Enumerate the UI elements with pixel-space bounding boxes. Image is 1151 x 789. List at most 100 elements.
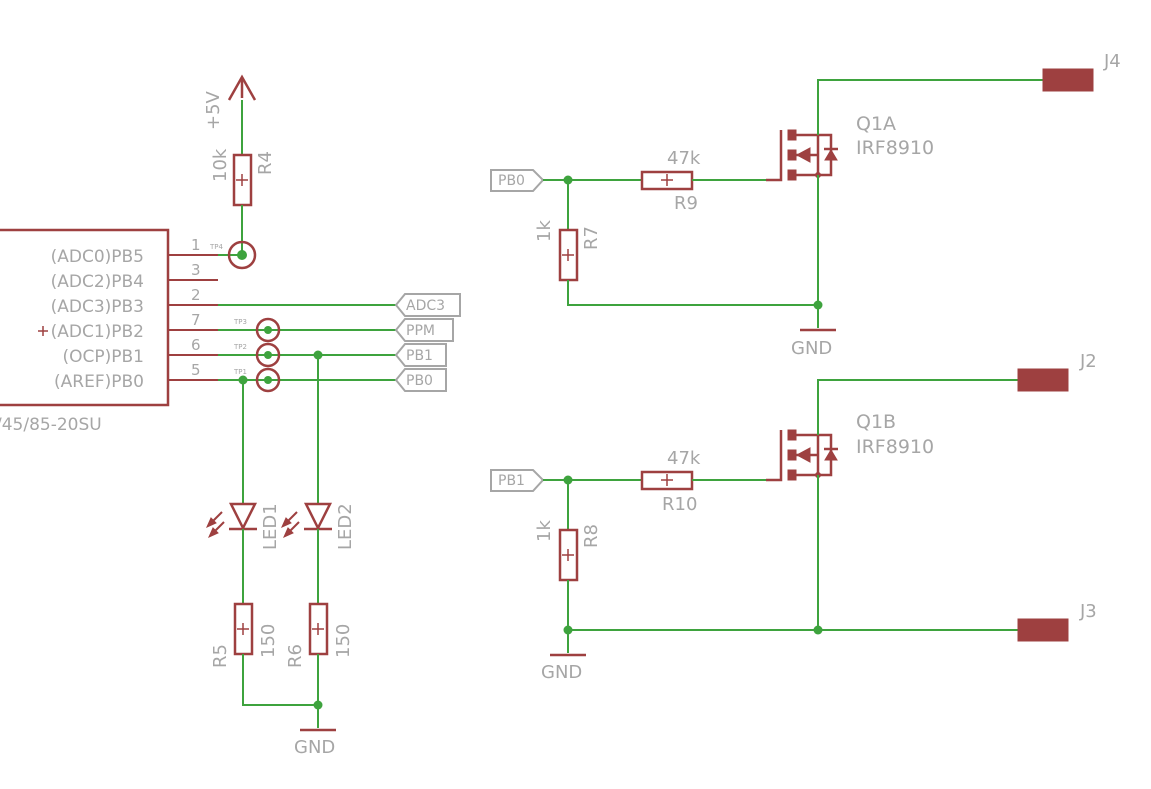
ground-bottom: GND	[541, 653, 586, 683]
r7-name: R7	[581, 226, 602, 250]
tp2-dot	[264, 351, 272, 359]
resistor-r9: 47k R9	[640, 148, 701, 214]
mcu-pin-name-6: (OCP)PB1	[63, 347, 145, 367]
port-adc3-shape	[394, 293, 461, 317]
junction-gnd-left	[313, 700, 323, 710]
resistor-r5: R5 150	[210, 602, 279, 668]
led1-ray2-head	[208, 527, 219, 538]
tp4-dot	[237, 250, 247, 260]
supply-5v: +5V	[203, 74, 257, 130]
q1b-gate	[766, 430, 783, 482]
gnd-left-label: GND	[294, 737, 335, 758]
gnd-bottom-label: GND	[541, 662, 582, 683]
port-pb0-in-shape	[490, 169, 545, 192]
testpoint-tp3: TP3	[233, 317, 281, 343]
mcu-pin-number-5: 5	[191, 361, 201, 379]
port-pb1-in-label: PB1	[498, 473, 525, 489]
port-adc3: ADC3	[394, 293, 461, 317]
port-pb0-in: PB0	[490, 169, 545, 192]
mcu-pin-name-3: (ADC2)PB4	[51, 272, 144, 292]
wire-r7-gnd	[567, 280, 818, 306]
q1a-channel-bot	[787, 169, 797, 181]
ground-left: GND	[294, 728, 336, 758]
gnd-top-label: GND	[791, 338, 832, 359]
r9-value: 47k	[667, 148, 701, 169]
testpoint-tp2: TP2	[233, 342, 281, 368]
q1a-gate	[766, 130, 783, 182]
mcu-body	[0, 228, 170, 407]
wire-q1b-j2	[817, 379, 1018, 435]
connector-j4: J4	[1042, 51, 1121, 92]
tp3-label: TP3	[233, 318, 247, 326]
connector-j3: J3	[1017, 601, 1097, 642]
r6-name: R6	[285, 644, 306, 668]
tp3-dot	[264, 326, 272, 334]
port-pb1-out-shape	[394, 343, 447, 367]
led2-ray2-head	[283, 527, 294, 538]
q1b-channel-mid	[787, 449, 797, 461]
mcu-part-name: /45/85-20SU	[0, 415, 102, 435]
mcu-pin-name-5: (AREF)PB0	[54, 372, 144, 392]
junction-q1a-gnd	[813, 300, 823, 310]
r4-value: 10k	[210, 148, 231, 182]
port-ppm-label: PPM	[406, 323, 435, 339]
resistor-r10: 47k R10	[640, 448, 701, 515]
led2-name: LED2	[335, 503, 356, 550]
mcu-pin-number-6: 6	[191, 336, 201, 354]
wire-r5-gnd	[242, 654, 318, 706]
port-pb0-in-label: PB0	[498, 173, 525, 189]
tp1-ring	[255, 367, 281, 393]
r7-value: 1k	[534, 220, 555, 242]
mcu-pin-name-2: (ADC3)PB3	[51, 297, 144, 317]
tp1-dot	[264, 376, 272, 384]
vcc-label: +5V	[203, 90, 224, 130]
junction-r8-gnd	[563, 625, 573, 635]
r6-value: 150	[333, 624, 354, 658]
port-pb0-out-label: PB0	[406, 373, 433, 389]
led2-ray1-head	[281, 517, 292, 528]
mosfet-q1a: Q1A IRF8910	[766, 113, 934, 182]
q1a-channel-mid	[787, 149, 797, 161]
j3-label: J3	[1079, 601, 1097, 622]
led1-ray1-head	[206, 517, 217, 528]
mcu-ic: (ADC0)PB5 (ADC2)PB4 (ADC3)PB3 (ADC1)PB2 …	[0, 228, 218, 435]
mcu-pin-name-1: (ADC0)PB5	[51, 247, 144, 267]
r8-value: 1k	[534, 520, 555, 542]
port-pb1-in-shape	[490, 469, 545, 492]
q1b-body-arrow	[795, 447, 811, 463]
j2-label: J2	[1079, 351, 1097, 372]
j2-pad	[1017, 368, 1069, 392]
tp3-ring	[255, 317, 281, 343]
q1b-name: Q1B	[856, 411, 896, 433]
j4-label: J4	[1103, 51, 1121, 72]
mosfet-q1b: Q1B IRF8910	[766, 411, 934, 482]
led-led1: LED1	[206, 502, 281, 550]
port-ppm-shape	[394, 318, 454, 342]
q1b-channel-bot	[787, 469, 797, 481]
port-pb1-out-label: PB1	[406, 348, 433, 364]
j3-pad	[1017, 618, 1069, 642]
r5-value: 150	[258, 624, 279, 658]
ground-top: GND	[791, 328, 836, 359]
tp2-ring	[255, 342, 281, 368]
testpoint-tp4: TP4	[209, 240, 257, 270]
testpoint-tp1: TP1	[233, 367, 281, 393]
q1b-diode	[824, 449, 838, 461]
port-pb1-in: PB1	[490, 469, 545, 492]
resistor-r8: 1k R8	[534, 520, 602, 582]
wire-q1a-j4	[817, 79, 1043, 135]
j4-pad	[1042, 68, 1094, 92]
led-led2: LED2	[281, 502, 356, 550]
mcu-pin-name-7: (ADC1)PB2	[51, 322, 144, 342]
r9-name: R9	[674, 193, 698, 214]
mcu-pin-number-3: 3	[191, 261, 201, 279]
mcu-pin-number-2: 2	[191, 286, 201, 304]
port-pb0-out-shape	[394, 368, 447, 392]
port-ppm: PPM	[394, 318, 454, 342]
port-pb1-out: PB1	[394, 343, 447, 367]
q1a-name: Q1A	[856, 113, 896, 135]
led1-triangle	[228, 502, 258, 531]
r10-value: 47k	[667, 448, 701, 469]
